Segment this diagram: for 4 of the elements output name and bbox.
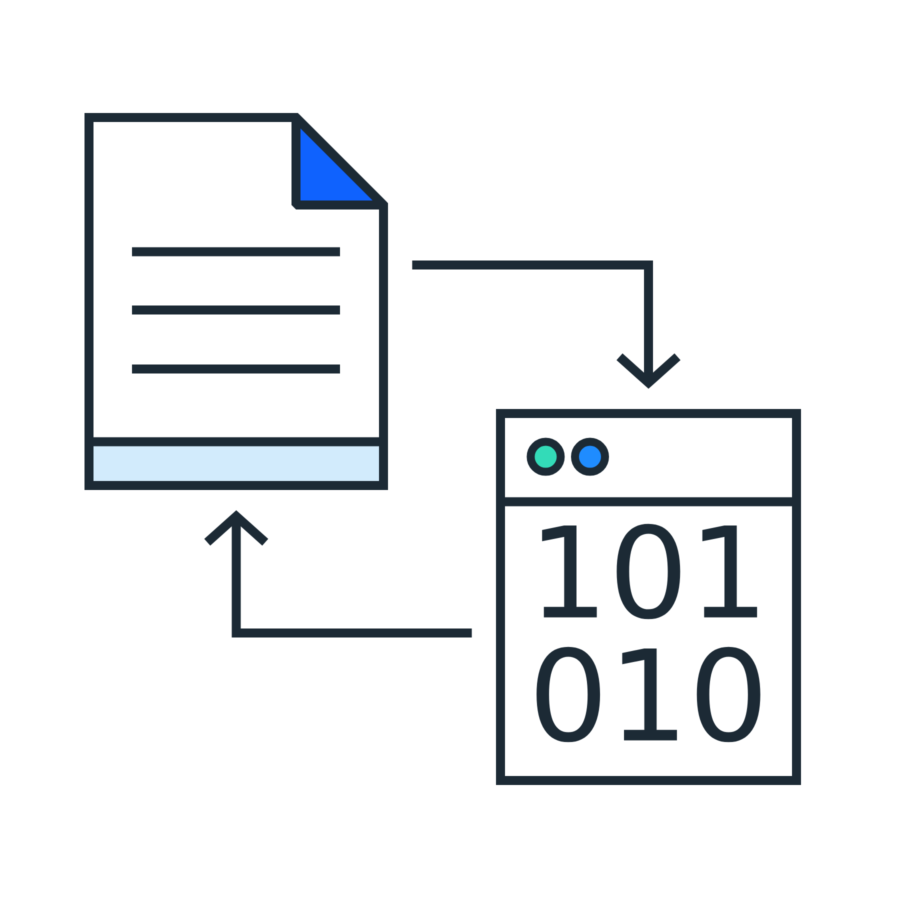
- arrow: [204, 510, 472, 638]
- window-box: 101 010: [496, 409, 801, 785]
- document-icon: [84, 113, 388, 490]
- arrow: [412, 260, 680, 389]
